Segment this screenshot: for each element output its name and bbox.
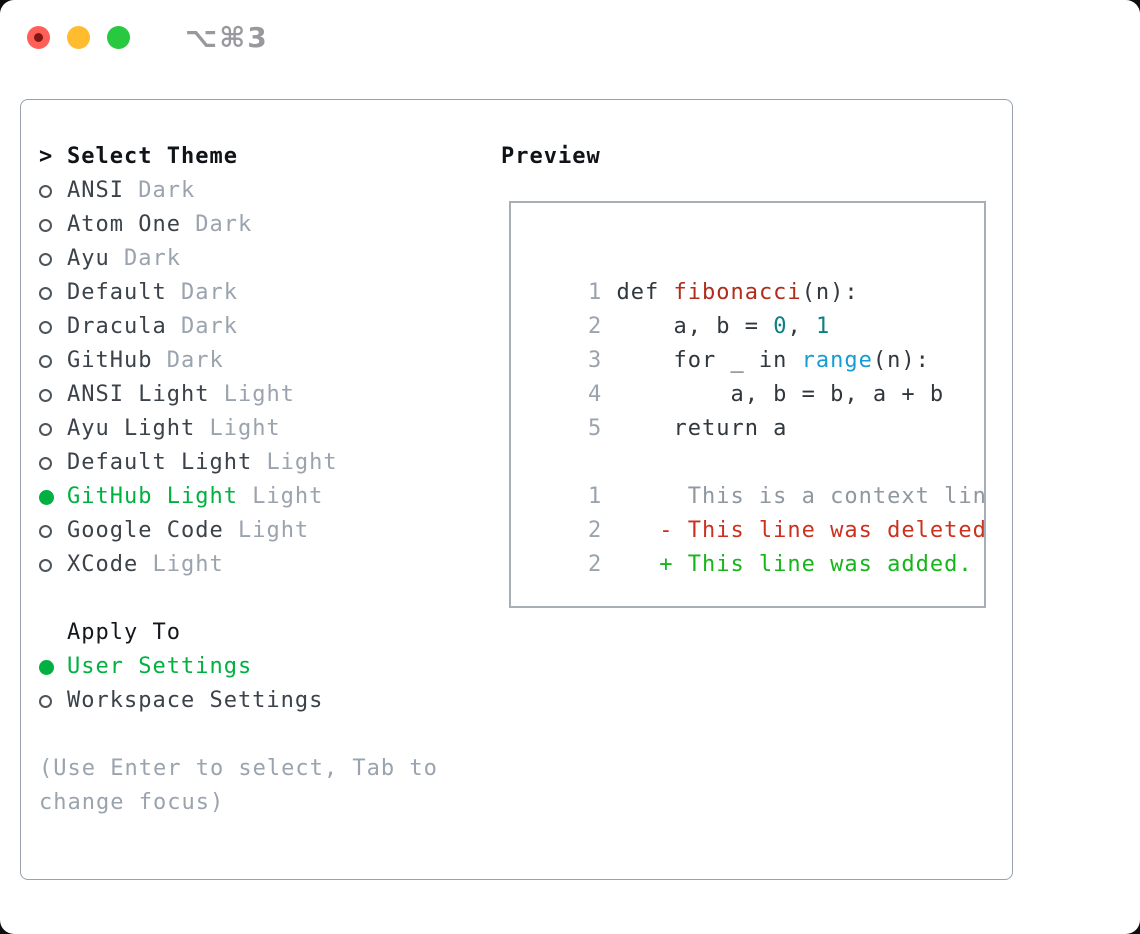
option-label: XCode [67,552,153,577]
option-label: GitHub [67,348,167,373]
radio-icon [39,422,52,436]
spacer [39,582,489,616]
radio-icon [39,286,52,300]
theme-option-github[interactable]: GitHub Dark [39,344,489,378]
select-theme-header: > Select Theme [39,140,489,174]
theme-option-default-light[interactable]: Default Light Light [39,446,489,480]
option-tag: Dark [123,246,181,271]
theme-picker: > Select Theme ANSI Dark Atom One Dark A… [39,140,489,820]
radio-icon [39,694,52,708]
option-tag: Dark [166,348,224,373]
theme-list: ANSI Dark Atom One Dark Ayu Dark Default… [39,174,489,582]
line-number: 1 [587,484,603,509]
option-tag: Light [252,484,324,509]
keyboard-hint: (Use Enter to select, Tab to change focu… [39,756,438,815]
apply-option-user-settings[interactable]: User Settings [39,650,489,684]
option-tag: Dark [180,280,238,305]
option-label: Ayu [67,246,124,271]
window-titlebar: ⌥⌘3 [0,0,1140,75]
radio-icon [39,320,52,334]
prompt-icon: > [39,144,54,169]
option-label: ANSI [67,178,139,203]
line-number: 1 [587,280,603,305]
radio-icon [39,354,52,368]
preview-code-line-5: 5 return a [531,378,984,441]
line-number: 2 [587,518,603,543]
option-tag: Dark [180,314,238,339]
radio-icon [39,524,52,538]
radio-icon [39,489,54,505]
option-label: Google Code [67,518,238,543]
option-label: Ayu Light [67,416,210,441]
option-label: Workspace Settings [67,688,324,713]
preview-code-line-4: 4 a, b = b, a + b [531,344,984,407]
line-number: 2 [587,552,603,577]
spacer [39,718,489,752]
theme-option-ayu[interactable]: Ayu Dark [39,242,489,276]
theme-option-ansi[interactable]: ANSI Dark [39,174,489,208]
radio-icon [39,558,52,572]
radio-icon [39,252,52,266]
theme-option-ansi-light[interactable]: ANSI Light Light [39,378,489,412]
option-tag: Light [223,382,295,407]
preview-code-line-9: 2 + This line was added. [531,514,984,577]
theme-option-google-code[interactable]: Google Code Light [39,514,489,548]
theme-option-github-light[interactable]: GitHub Light Light [39,480,489,514]
apply-to-title: Apply To [67,620,181,645]
theme-option-default[interactable]: Default Dark [39,276,489,310]
theme-option-ayu-light[interactable]: Ayu Light Light [39,412,489,446]
preview-code-line-7: 1 This is a context line. [531,446,984,509]
option-label: Default Light [67,450,267,475]
option-tag: Dark [138,178,196,203]
option-tag: Dark [195,212,253,237]
option-tag: Light [237,518,310,543]
select-theme-title: Select Theme [67,144,238,169]
option-tag: Light [266,450,338,475]
radio-icon [39,184,52,198]
option-label: Atom One [67,212,196,237]
preview-code-line-3: 3 for _ in range(n): [531,310,984,373]
option-label: Default [67,280,181,305]
apply-to-header: Apply To [39,616,489,650]
option-label: ANSI Light [67,382,224,407]
apply-option-workspace-settings[interactable]: Workspace Settings [39,684,489,718]
line-number: 5 [587,416,603,441]
radio-icon [39,218,52,232]
radio-icon [39,388,52,402]
window-title: ⌥⌘3 [185,21,269,54]
apply-to-list: User Settings Workspace Settings [39,650,489,718]
radio-icon [39,659,54,675]
theme-option-xcode[interactable]: XCode Light [39,548,489,582]
minimize-button[interactable] [67,26,90,49]
option-label: User Settings [67,654,253,679]
theme-option-atom-one[interactable]: Atom One Dark [39,208,489,242]
radio-icon [39,456,52,470]
option-tag: Light [152,552,224,577]
preview-code-line-2: 2 a, b = 0, 1 [531,276,984,339]
option-label: GitHub Light [67,484,253,509]
line-number: 3 [587,348,603,373]
zoom-button[interactable] [107,26,130,49]
preview-code-line-8: 2 - This line was deleted. [531,480,984,543]
close-button[interactable] [27,26,50,49]
option-label: Dracula [67,314,181,339]
option-tag: Light [209,416,281,441]
line-number: 4 [587,382,603,407]
theme-option-dracula[interactable]: Dracula Dark [39,310,489,344]
theme-picker-panel: > Select Theme ANSI Dark Atom One Dark A… [20,99,1013,880]
line-number: 2 [587,314,603,339]
preview-title: Preview [501,144,601,169]
